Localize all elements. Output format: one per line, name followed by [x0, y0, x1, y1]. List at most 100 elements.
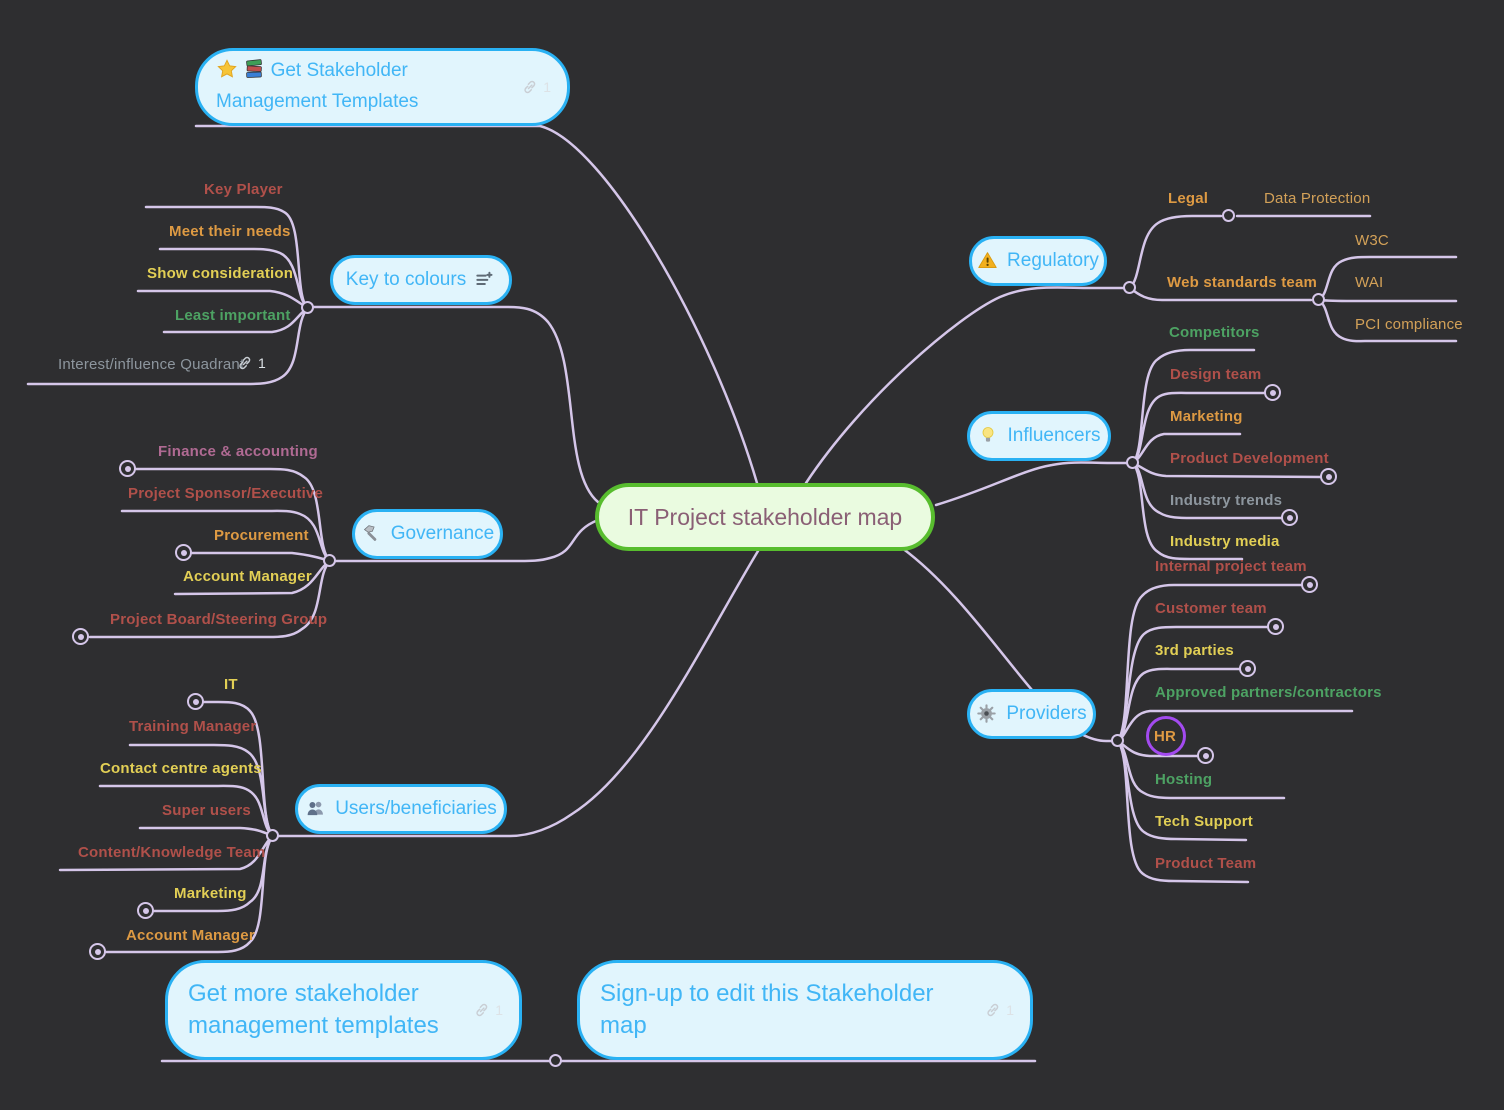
collapse-toggle-customer-team[interactable]	[1267, 618, 1284, 635]
topic-templates-text: Get Stakeholder Management Templates	[216, 60, 419, 112]
leaf-training-manager[interactable]: Training Manager	[129, 718, 257, 735]
leaf-key-player[interactable]: Key Player	[204, 181, 283, 198]
leaf-users-marketing[interactable]: Marketing	[174, 885, 247, 902]
leaf-project-board[interactable]: Project Board/Steering Group	[110, 611, 328, 628]
leaf-legal[interactable]: Legal	[1168, 190, 1209, 207]
leaf-governance-account-manager[interactable]: Account Manager	[183, 568, 312, 585]
get-more-link-badge[interactable]: 1	[473, 1001, 503, 1019]
leaf-super-users[interactable]: Super users	[162, 802, 251, 819]
topic-providers[interactable]: Providers	[967, 689, 1096, 739]
topic-providers-label: Providers	[1006, 703, 1087, 724]
collapse-toggle-it[interactable]	[187, 693, 204, 710]
topic-key-to-colours-label: Key to colours	[345, 269, 467, 290]
leaf-project-sponsor[interactable]: Project Sponsor/Executive	[128, 485, 324, 502]
interest-quadrant-link-badge[interactable]: 1	[236, 354, 266, 372]
warning-icon	[977, 250, 999, 272]
people-icon	[305, 798, 327, 820]
topic-governance[interactable]: Governance	[352, 509, 503, 559]
junction-legal[interactable]	[1222, 209, 1235, 222]
junction-providers[interactable]	[1111, 734, 1124, 747]
leaf-procurement[interactable]: Procurement	[214, 527, 309, 544]
books-icon	[243, 59, 265, 85]
leaf-finance-accounting[interactable]: Finance & accounting	[158, 443, 318, 460]
leaf-hr[interactable]: HR	[1154, 728, 1177, 745]
topic-influencers[interactable]: Influencers	[967, 411, 1111, 461]
leaf-w3c[interactable]: W3C	[1355, 232, 1389, 249]
topic-get-more-templates[interactable]: Get more stakeholder management template…	[165, 960, 522, 1060]
star-icon	[216, 59, 238, 85]
leaf-data-protection[interactable]: Data Protection	[1264, 190, 1371, 207]
collapse-toggle-project-board[interactable]	[72, 628, 89, 645]
signup-label: Sign-up to edit this Stakeholder map	[600, 980, 934, 1039]
link-count: 1	[1006, 1002, 1014, 1018]
topic-signup[interactable]: Sign-up to edit this Stakeholder map 1	[577, 960, 1033, 1060]
collapse-toggle-finance[interactable]	[119, 460, 136, 477]
leaf-internal-project-team[interactable]: Internal project team	[1155, 558, 1307, 575]
leaf-contact-centre-agents[interactable]: Contact centre agents	[100, 760, 262, 777]
leaf-show-consideration[interactable]: Show consideration	[147, 265, 294, 282]
collapse-toggle-procurement[interactable]	[175, 544, 192, 561]
leaf-customer-team[interactable]: Customer team	[1155, 600, 1267, 617]
leaf-product-team[interactable]: Product Team	[1155, 855, 1257, 872]
leaf-meet-their-needs[interactable]: Meet their needs	[169, 223, 291, 240]
branch-regulatory	[804, 214, 1458, 485]
collapse-toggle-design-team[interactable]	[1264, 384, 1281, 401]
leaf-users-account-manager[interactable]: Account Manager	[126, 927, 255, 944]
topic-templates-label: Get Stakeholder Management Templates	[216, 58, 519, 115]
junction-footer[interactable]	[549, 1054, 562, 1067]
leaf-interest-influence-quadrant[interactable]: Interest/influence Quadrant	[58, 356, 245, 373]
link-count: 1	[543, 79, 551, 95]
central-topic-label: IT Project stakeholder map	[627, 503, 903, 530]
topic-templates[interactable]: Get Stakeholder Management Templates 1	[195, 48, 570, 126]
junction-web-standards[interactable]	[1312, 293, 1325, 306]
junction-users[interactable]	[266, 829, 279, 842]
leaf-design-team[interactable]: Design team	[1170, 366, 1262, 383]
collapse-toggle-product-development[interactable]	[1320, 468, 1337, 485]
link-icon	[476, 1003, 488, 1017]
get-more-label: Get more stakeholder management template…	[188, 980, 439, 1039]
junction-regulatory[interactable]	[1123, 281, 1136, 294]
notes-icon	[474, 269, 496, 291]
topic-key-to-colours[interactable]: Key to colours	[330, 255, 512, 305]
branch-templates	[194, 124, 759, 485]
leaf-it[interactable]: IT	[224, 676, 238, 693]
leaf-influencers-marketing[interactable]: Marketing	[1170, 408, 1243, 425]
leaf-industry-trends[interactable]: Industry trends	[1170, 492, 1283, 509]
collapse-toggle-internal-project-team[interactable]	[1301, 576, 1318, 593]
collapse-toggle-hr[interactable]	[1197, 747, 1214, 764]
junction-influencers[interactable]	[1126, 456, 1139, 469]
collapse-toggle-users-account-manager[interactable]	[89, 943, 106, 960]
leaf-pci-compliance[interactable]: PCI compliance	[1355, 316, 1463, 333]
templates-link-badge[interactable]: 1	[521, 78, 551, 96]
bulb-icon	[978, 425, 1000, 447]
leaf-tech-support[interactable]: Tech Support	[1155, 813, 1253, 830]
leaf-least-important[interactable]: Least important	[175, 307, 291, 324]
signup-link-badge[interactable]: 1	[984, 1001, 1014, 1019]
leaf-competitors[interactable]: Competitors	[1169, 324, 1260, 341]
collapse-toggle-industry-trends[interactable]	[1281, 509, 1298, 526]
topic-influencers-label: Influencers	[1007, 425, 1101, 446]
collapse-toggle-users-marketing[interactable]	[137, 902, 154, 919]
collapse-toggle-3rd-parties[interactable]	[1239, 660, 1256, 677]
junction-governance[interactable]	[323, 554, 336, 567]
leaf-web-standards-team[interactable]: Web standards team	[1167, 274, 1318, 291]
leaf-wai[interactable]: WAI	[1355, 274, 1384, 291]
leaf-content-knowledge-team[interactable]: Content/Knowledge Team	[78, 844, 266, 861]
gear-icon	[976, 703, 998, 725]
link-icon	[987, 1003, 999, 1017]
leaf-product-development[interactable]: Product Development	[1170, 450, 1329, 467]
junction-key-to-colours[interactable]	[301, 301, 314, 314]
link-count: 1	[495, 1002, 503, 1018]
leaf-3rd-parties[interactable]: 3rd parties	[1155, 642, 1234, 659]
topic-users[interactable]: Users/beneficiaries	[295, 784, 507, 834]
leaf-hosting[interactable]: Hosting	[1155, 771, 1213, 788]
topic-governance-label: Governance	[390, 523, 495, 544]
topic-regulatory[interactable]: Regulatory	[969, 236, 1107, 286]
hr-selection-ring	[1146, 716, 1186, 756]
leaf-industry-media[interactable]: Industry media	[1170, 533, 1280, 550]
topic-regulatory-label: Regulatory	[1007, 250, 1099, 271]
leaf-approved-partners[interactable]: Approved partners/contractors	[1155, 684, 1382, 701]
central-topic[interactable]: IT Project stakeholder map	[595, 483, 935, 551]
link-icon	[524, 80, 536, 94]
